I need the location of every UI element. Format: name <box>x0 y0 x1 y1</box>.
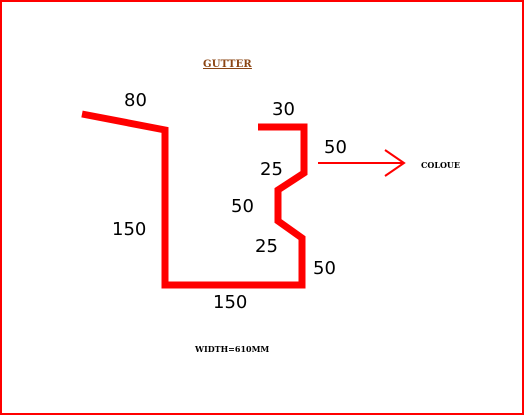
dim-top-return: 30 <box>272 99 295 120</box>
colour-arrow <box>318 149 406 177</box>
width-label: WIDTH=610MM <box>195 344 270 354</box>
dim-front-height: 50 <box>313 258 336 279</box>
dim-base: 150 <box>213 292 247 313</box>
dim-back-height: 150 <box>112 219 146 240</box>
dim-upper-angle: 25 <box>260 159 283 180</box>
dim-mid-vertical: 50 <box>231 196 254 217</box>
dim-top-vertical: 50 <box>324 137 347 158</box>
gutter-profile <box>81 110 308 289</box>
drawing-title: GUTTER <box>203 59 252 70</box>
dim-lower-angle: 25 <box>255 236 278 257</box>
dim-lip: 80 <box>124 90 147 111</box>
colour-label: COLOUE <box>421 160 461 170</box>
